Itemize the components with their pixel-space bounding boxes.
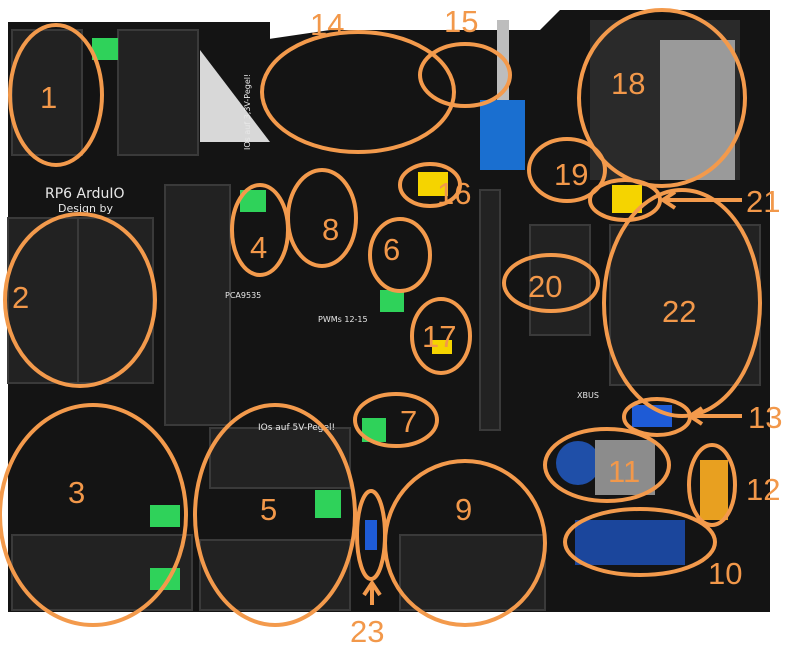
inductor: [595, 440, 655, 495]
callout-4: 4: [250, 230, 267, 265]
silk-3v3: IOs auf 3,3V-Pegel!: [243, 74, 252, 150]
silk-5v: IOs auf 5V-Pegel!: [258, 423, 335, 433]
callout-22: 22: [662, 294, 696, 329]
callout-7: 7: [400, 404, 417, 439]
callout-15: 15: [444, 4, 478, 39]
toggle-switch: [480, 100, 525, 170]
silk-pca: PCA9535: [225, 291, 261, 300]
callout-21: 21: [746, 184, 780, 219]
callout-19: 19: [554, 157, 588, 192]
callout-20: 20: [528, 269, 562, 304]
callout-12: 12: [746, 472, 780, 507]
callout-rings: [0, 8, 762, 627]
callout-14: 14: [310, 7, 344, 42]
callout-6: 6: [383, 232, 400, 267]
callout-17: 17: [422, 319, 456, 354]
board-title: RP6 ArduIO: [45, 186, 125, 202]
callout-1: 1: [40, 80, 57, 115]
callout-13: 13: [748, 400, 782, 435]
board-subtitle: Design by: [58, 202, 113, 215]
callout-18: 18: [611, 66, 645, 101]
silk-pwm: PWMs 12-15: [318, 315, 368, 324]
callout-9: 9: [455, 492, 472, 527]
callout-arrows: [362, 190, 742, 605]
callout-16: 16: [437, 176, 471, 211]
callout-2: 2: [12, 280, 29, 315]
capacitor: [556, 441, 600, 485]
connectors: [7, 29, 761, 611]
callout-3: 3: [68, 475, 85, 510]
buzzer: [700, 460, 728, 520]
callout-5: 5: [260, 492, 277, 527]
callout-8: 8: [322, 212, 339, 247]
callout-10: 10: [708, 556, 742, 591]
board-edge: [200, 22, 270, 142]
silk-xbus: XBUS: [577, 391, 599, 400]
callout-11: 11: [608, 454, 640, 489]
callout-labels: 1 2 3 4 5 6 7 8 9 10 11 12 13 14 15 16 1…: [12, 4, 782, 649]
callout-23: 23: [350, 614, 384, 649]
